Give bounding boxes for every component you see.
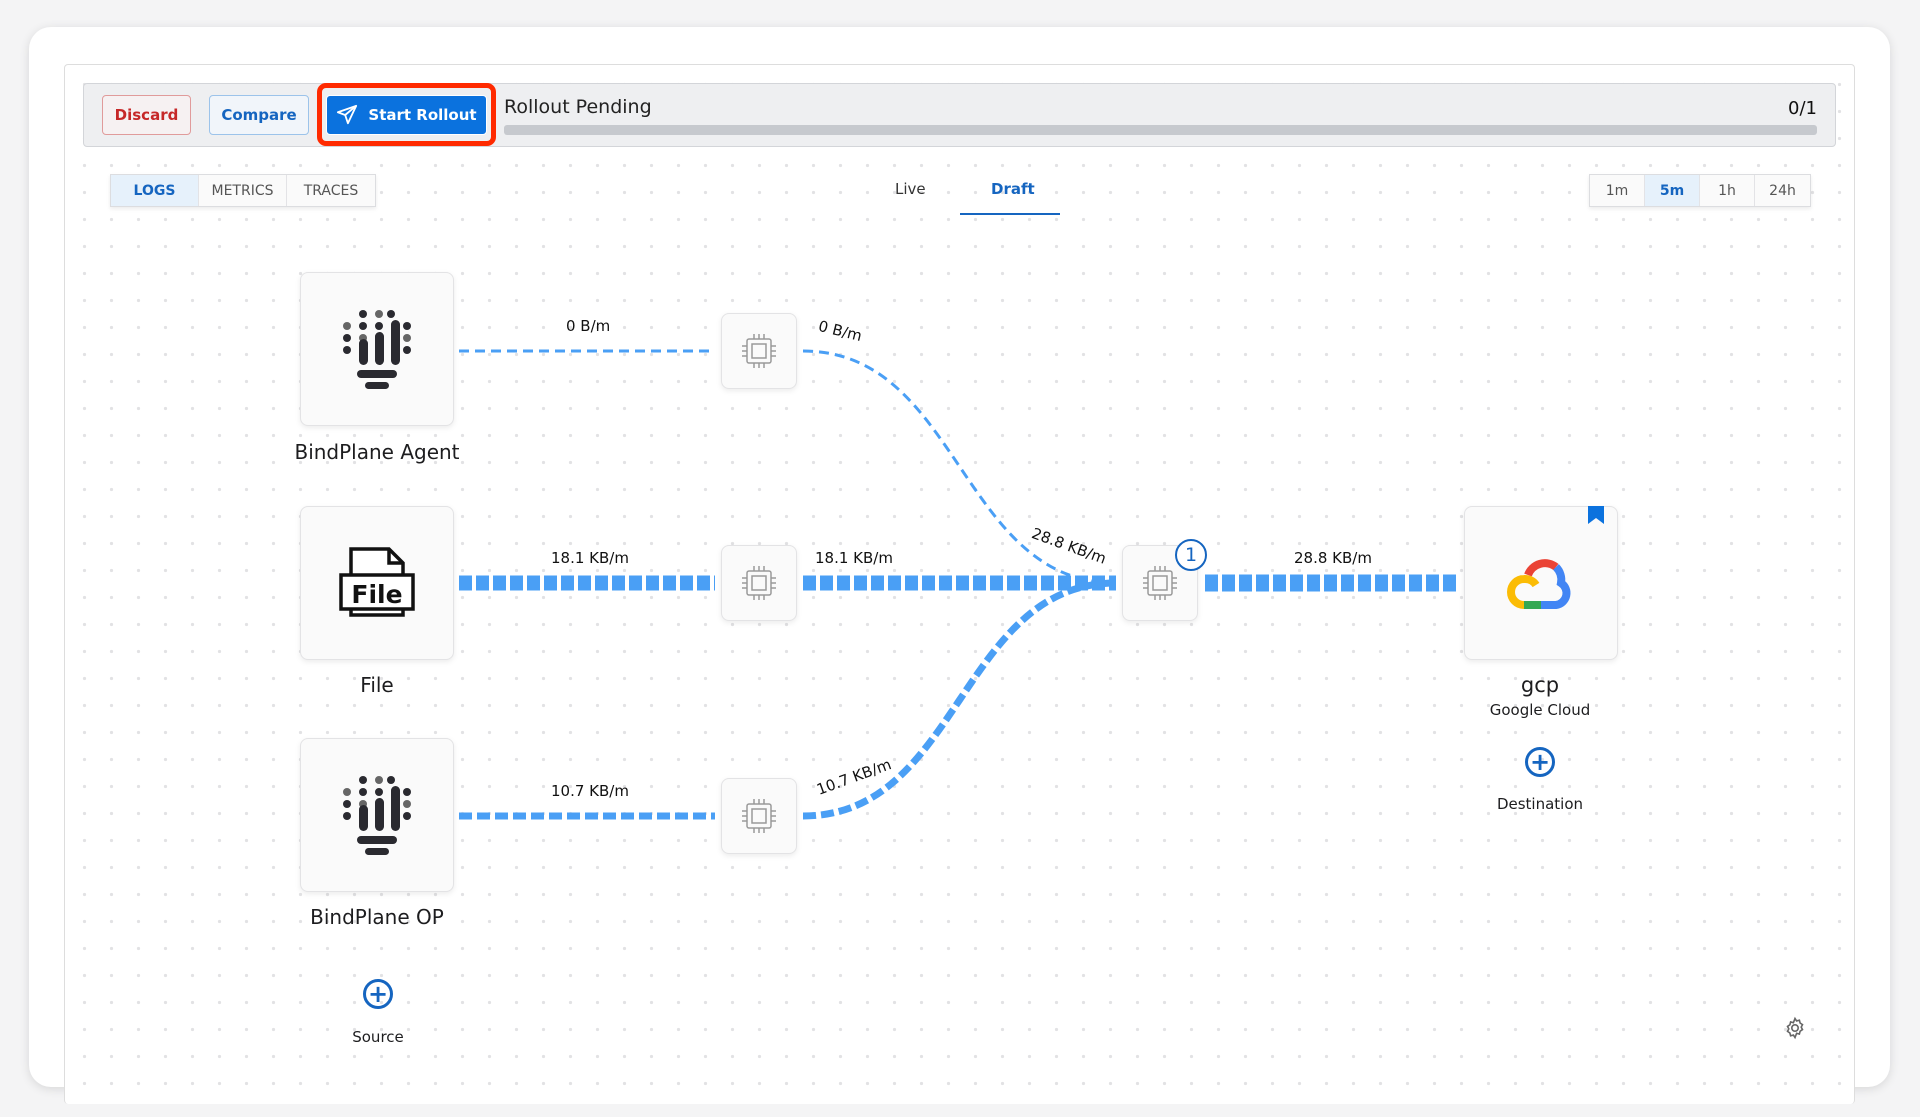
- bindplane-icon: [343, 310, 411, 389]
- processor-chip-icon: [742, 334, 776, 368]
- google-cloud-icon: [1507, 559, 1571, 609]
- tab-live[interactable]: Live: [895, 180, 926, 198]
- send-icon: [337, 104, 358, 125]
- add-destination-button[interactable]: +: [1525, 747, 1555, 777]
- tab-traces[interactable]: TRACES: [303, 182, 359, 199]
- add-source-button[interactable]: +: [363, 979, 393, 1009]
- start-rollout-label: Start Rollout: [368, 106, 477, 124]
- rollout-toolbar: [83, 83, 1836, 147]
- source-name: BindPlane Agent: [294, 440, 460, 464]
- start-rollout-button[interactable]: Start Rollout: [326, 95, 487, 135]
- edge-label: 18.1 KB/m: [815, 549, 893, 567]
- source-card-bindplane-agent[interactable]: [300, 272, 454, 426]
- file-icon-text: File: [351, 580, 402, 609]
- source-name: File: [360, 673, 394, 697]
- processor-node[interactable]: [721, 545, 797, 621]
- edge-label: 10.7 KB/m: [551, 782, 629, 800]
- settings-gear-icon[interactable]: [1783, 1016, 1807, 1040]
- source-name: BindPlane OP: [310, 905, 444, 929]
- destination-type: Google Cloud: [1489, 701, 1591, 719]
- range-5m[interactable]: 5m: [1645, 175, 1700, 206]
- tab-metrics[interactable]: METRICS: [199, 175, 287, 206]
- compare-button[interactable]: Compare: [209, 95, 309, 135]
- processor-chip-icon: [1143, 566, 1177, 600]
- destination-card-gcp[interactable]: [1464, 506, 1618, 660]
- tab-logs[interactable]: LOGS: [111, 175, 199, 206]
- processor-node[interactable]: [721, 778, 797, 854]
- edge-label: 28.8 KB/m: [1294, 549, 1372, 567]
- add-destination-label: Destination: [1496, 795, 1584, 813]
- plus-icon: +: [367, 980, 389, 1008]
- rollout-status: Rollout Pending: [504, 96, 652, 118]
- source-card-bindplane-op[interactable]: [300, 738, 454, 892]
- range-24h[interactable]: 24h: [1769, 182, 1796, 199]
- edge-label: 18.1 KB/m: [551, 549, 629, 567]
- bookmark-icon: [1588, 506, 1604, 524]
- add-source-label: Source: [352, 1028, 404, 1046]
- processor-count-badge: 1: [1175, 539, 1207, 571]
- bindplane-icon: [343, 776, 411, 855]
- source-card-file[interactable]: File: [300, 506, 454, 660]
- processor-chip-icon: [742, 799, 776, 833]
- plus-icon: +: [1529, 748, 1551, 776]
- time-range-selector: 1m 5m 1h 24h: [1589, 174, 1811, 207]
- rollout-progress-bar: [504, 125, 1817, 135]
- telemetry-type-tabs: LOGS METRICS TRACES: [110, 174, 376, 207]
- edge-label: 0 B/m: [566, 317, 611, 335]
- range-1h[interactable]: 1h: [1700, 175, 1755, 206]
- active-tab-indicator: [960, 213, 1060, 215]
- rollout-progress-count: 0/1: [1788, 98, 1817, 119]
- processor-node[interactable]: [721, 313, 797, 389]
- discard-button[interactable]: Discard: [102, 95, 191, 135]
- edge-processor3-to-merge[interactable]: [802, 579, 1117, 820]
- processor-chip-icon: [742, 566, 776, 600]
- file-icon: File: [339, 547, 415, 617]
- destination-name: gcp: [1520, 673, 1560, 697]
- highlight-outline: [317, 83, 496, 146]
- tab-draft[interactable]: Draft: [991, 180, 1035, 198]
- range-1m[interactable]: 1m: [1590, 175, 1645, 206]
